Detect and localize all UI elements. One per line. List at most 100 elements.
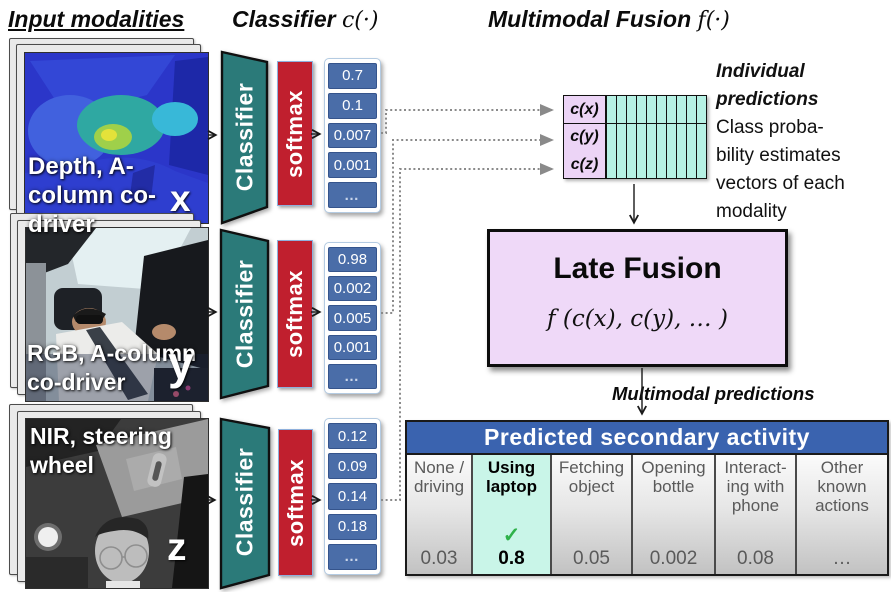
- prediction-grid-cell: [666, 123, 676, 151]
- activity-probability: 0.05: [573, 548, 610, 569]
- title-fusion-math: f(·): [697, 8, 730, 33]
- classifier-block-z: Classifier: [217, 414, 272, 590]
- activity-probability: 0.8: [498, 548, 525, 569]
- rgb-image-caption: RGB, A-column co-driver: [27, 340, 197, 395]
- nir-image-art: [26, 419, 208, 588]
- prediction-grid-cell: [616, 96, 626, 123]
- table-header: Predicted secondary activity: [407, 422, 887, 455]
- prediction-grid-cell: [636, 151, 646, 178]
- individual-predictions-note: Individual predictions Class proba- bili…: [716, 58, 891, 226]
- probability-value: 0.18: [328, 513, 377, 540]
- grid-row-label: c(z): [564, 151, 606, 178]
- individual-predictions-grid: c(x) c(y) c(z): [563, 95, 707, 179]
- activity-probability: 0.08: [737, 548, 774, 569]
- activity-probability: 0.002: [649, 548, 698, 569]
- prediction-grid-cell: [626, 96, 636, 123]
- prediction-grid-cell: [696, 151, 706, 178]
- softmax-label: softmax: [282, 458, 308, 547]
- title-multimodal-fusion: Multimodal Fusion f(·): [488, 6, 730, 33]
- probability-value: 0.12: [328, 423, 377, 450]
- classifier-label: Classifier: [231, 82, 257, 192]
- probability-value: 0.1: [328, 92, 377, 119]
- prediction-grid-cell: [636, 123, 646, 151]
- predicted-activity-table: Predicted secondary activity None / driv…: [405, 420, 889, 576]
- activity-label: Fetching object: [558, 458, 625, 496]
- activity-label: Interact- ing with phone: [724, 458, 787, 515]
- prediction-grid-cell: [606, 123, 616, 151]
- probability-value: 0.09: [328, 453, 377, 480]
- activity-column-fetching-object: Fetching object 0.05: [552, 455, 633, 574]
- activity-probability: …: [832, 548, 852, 569]
- activity-column-other-actions: Other known actions …: [797, 455, 887, 574]
- softmax-label: softmax: [282, 270, 307, 358]
- activity-probability: 0.03: [420, 548, 458, 569]
- variable-x: x: [170, 178, 191, 219]
- probability-value: 0.001: [328, 152, 377, 179]
- title-classifier-math: c(·): [341, 8, 379, 33]
- prediction-grid-cell: [666, 151, 676, 178]
- probability-value: 0.005: [328, 305, 377, 331]
- title-input-modalities: Input modalities: [8, 6, 185, 32]
- prediction-grid-cell: [686, 96, 696, 123]
- grid-row-cx: c(x): [563, 95, 707, 124]
- prediction-grid-cell: [686, 123, 696, 151]
- individual-predictions-title: predictions: [716, 89, 819, 110]
- prediction-grid-cell: [656, 123, 666, 151]
- prediction-grid-cell: [666, 96, 676, 123]
- prediction-grid-cell: [676, 123, 686, 151]
- probability-value: 0.001: [328, 334, 377, 360]
- title-classifier: Classifier c(·): [232, 6, 378, 33]
- classifier-label: Classifier: [231, 447, 257, 557]
- activity-column-interacting-phone: Interact- ing with phone 0.08: [716, 455, 797, 574]
- probability-value: 0.002: [328, 276, 377, 302]
- prediction-grid-cell: [606, 151, 616, 178]
- nir-image: [25, 418, 209, 589]
- late-fusion-box: Late Fusion f (c(x), c(y), … ): [487, 229, 788, 367]
- probability-vector-x: 0.7 0.1 0.007 0.001 …: [324, 58, 381, 213]
- variable-z: z: [167, 526, 187, 569]
- softmax-label: softmax: [282, 89, 307, 178]
- prediction-grid-cell: [696, 123, 706, 151]
- classifier-block-y: Classifier: [218, 226, 271, 402]
- individual-predictions-desc: Class proba- bility estimates vectors of…: [716, 117, 845, 222]
- late-fusion-title: Late Fusion: [553, 252, 722, 285]
- late-fusion-formula: f (c(x), c(y), … ): [547, 306, 728, 332]
- probability-value: 0.007: [328, 122, 377, 149]
- grid-row-cz: c(z): [563, 150, 707, 179]
- grid-row-cy: c(y): [563, 122, 707, 152]
- prediction-grid-cell: [676, 96, 686, 123]
- prediction-grid-cell: [636, 96, 646, 123]
- grid-row-label: c(y): [564, 123, 606, 151]
- probability-vector-y: 0.98 0.002 0.005 0.001 …: [324, 242, 381, 394]
- individual-predictions-title: Individual: [716, 61, 805, 82]
- title-classifier-text: Classifier: [232, 6, 336, 32]
- prediction-grid-cell: [616, 123, 626, 151]
- activity-column-none-driving: None / driving 0.03: [407, 455, 473, 574]
- dotted-connector-x: [381, 104, 554, 134]
- softmax-block-z: softmax: [278, 429, 313, 576]
- prediction-grid-cell: [686, 151, 696, 178]
- grid-cells: [606, 96, 706, 123]
- variable-y: y: [168, 337, 194, 389]
- prediction-grid-cell: [646, 96, 656, 123]
- activity-column-using-laptop: Using laptop ✓ 0.8: [473, 455, 552, 574]
- probability-vector-z: 0.12 0.09 0.14 0.18 …: [324, 418, 381, 575]
- grid-cells: [606, 151, 706, 178]
- multimodal-predictions-label: Multimodal predictions: [612, 383, 815, 404]
- probability-ellipsis: …: [328, 543, 377, 571]
- check-icon: ✓: [502, 524, 521, 547]
- grid-row-label: c(x): [564, 96, 606, 123]
- prediction-grid-cell: [696, 96, 706, 123]
- softmax-block-y: softmax: [277, 240, 313, 388]
- prediction-grid-cell: [606, 96, 616, 123]
- prediction-grid-cell: [626, 123, 636, 151]
- activity-column-opening-bottle: Opening bottle 0.002: [633, 455, 716, 574]
- title-fusion-text: Multimodal Fusion: [488, 6, 692, 32]
- activity-label: Opening bottle: [641, 458, 706, 496]
- prediction-grid-cell: [676, 151, 686, 178]
- prediction-grid-cell: [616, 151, 626, 178]
- classifier-label: Classifier: [231, 259, 257, 369]
- grid-cells: [606, 123, 706, 151]
- prediction-grid-cell: [646, 123, 656, 151]
